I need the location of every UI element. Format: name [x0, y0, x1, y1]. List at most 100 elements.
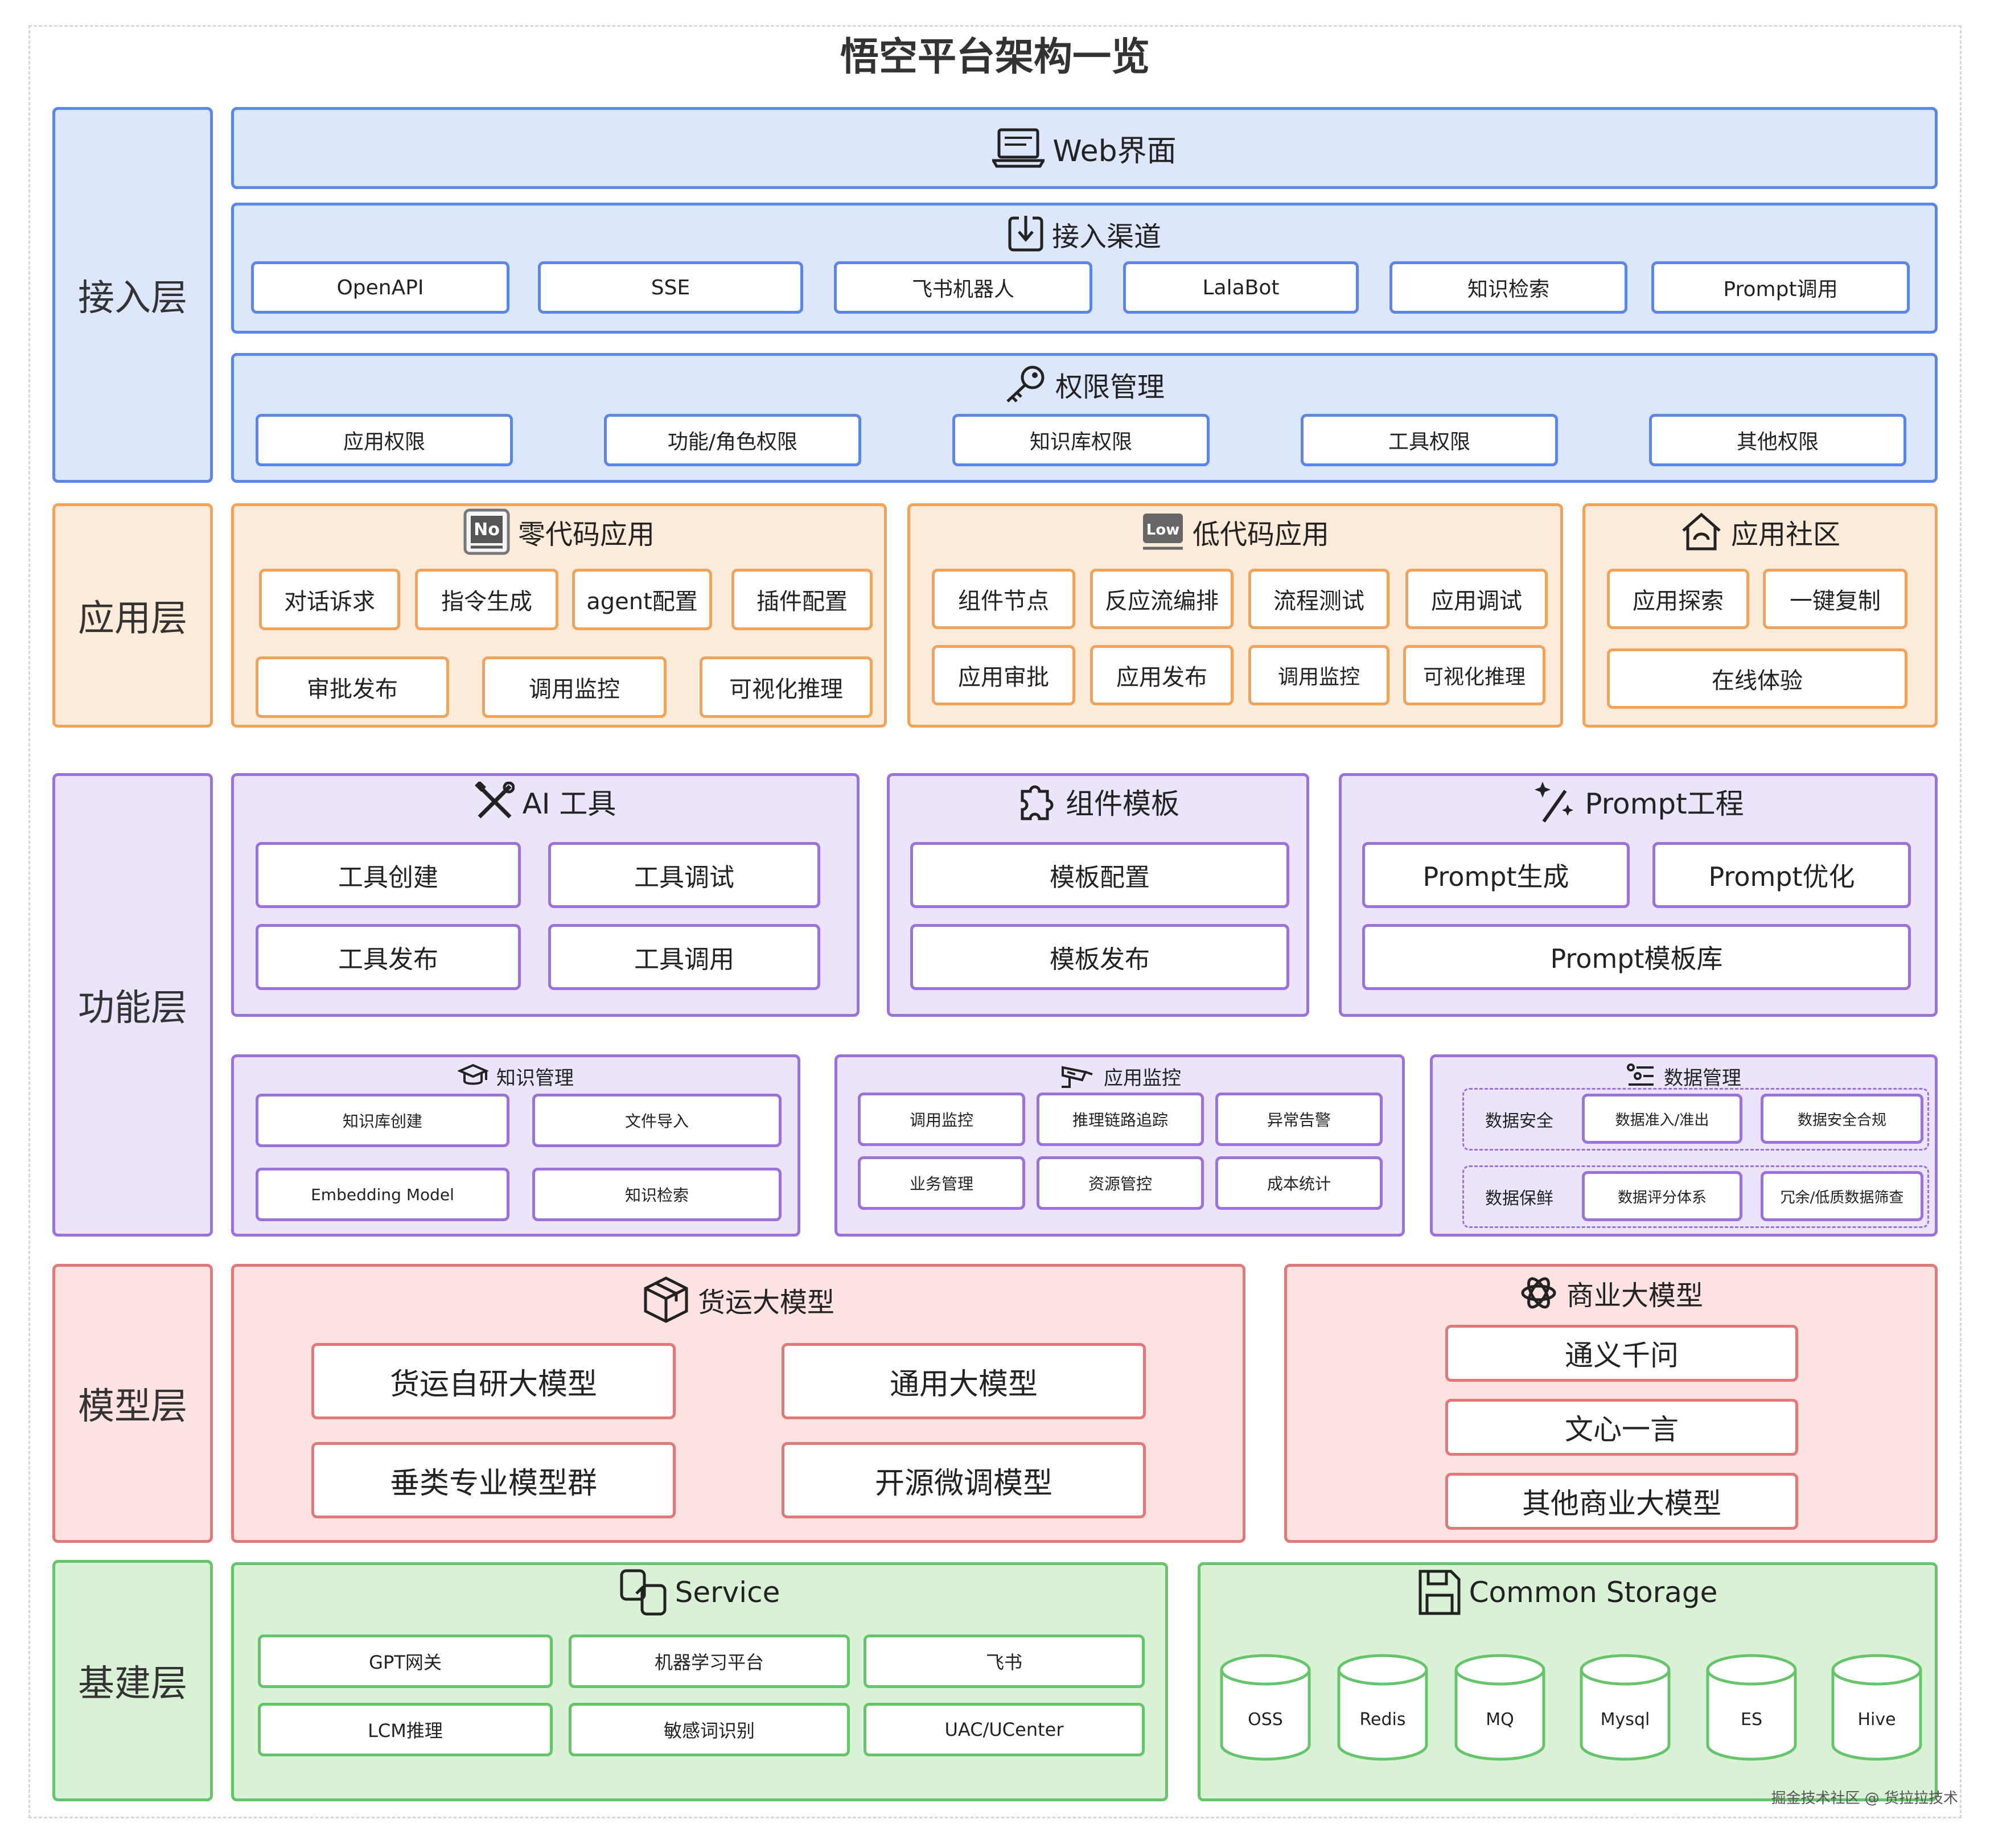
permission-panel: 权限管理 应用权限 功能/角色权限 知识库权限 工具权限 其他权限 — [231, 353, 1938, 483]
channel-lalabot[interactable]: LalaBot — [1123, 261, 1359, 314]
perm-knowledge-base[interactable]: 知识库权限 — [952, 414, 1210, 466]
channel-sse[interactable]: SSE — [538, 261, 803, 314]
service-gpt-gateway[interactable]: GPT网关 — [258, 1635, 553, 1688]
opensource-finetune-model[interactable]: 开源微调模型 — [782, 1442, 1146, 1518]
tool-debug[interactable]: 工具调试 — [548, 842, 820, 908]
lowcode-app-debug[interactable]: 应用调试 — [1405, 569, 1548, 629]
storage-title: Common Storage — [1469, 1576, 1718, 1609]
lowcode-reactflow[interactable]: 反应流编排 — [1090, 569, 1234, 629]
model-other-commercial[interactable]: 其他商业大模型 — [1445, 1473, 1798, 1530]
data-security-compliance[interactable]: 数据安全合规 — [1761, 1094, 1923, 1144]
monitor-alert[interactable]: 异常告警 — [1215, 1093, 1383, 1146]
list-settings-icon — [1627, 1063, 1654, 1086]
channel-prompt-call[interactable]: Prompt调用 — [1651, 261, 1910, 314]
perm-other[interactable]: 其他权限 — [1649, 414, 1906, 466]
community-one-click-copy[interactable]: 一键复制 — [1763, 569, 1907, 629]
monitor-cost[interactable]: 成本统计 — [1215, 1156, 1383, 1210]
model-ernie[interactable]: 文心一言 — [1445, 1399, 1798, 1456]
layer-app-label: 应用层 — [78, 598, 187, 640]
puzzle-icon — [1021, 785, 1054, 820]
freight-model-title: 货运大模型 — [697, 1287, 834, 1319]
monitor-business[interactable]: 业务管理 — [858, 1156, 1025, 1210]
tool-publish[interactable]: 工具发布 — [256, 924, 521, 990]
knowledge-mgmt-title: 知识管理 — [496, 1066, 574, 1090]
app-monitor-panel: 应用监控 调用监控 推理链路追踪 异常告警 业务管理 资源管控 成本统计 — [834, 1054, 1405, 1237]
community-online-try[interactable]: 在线体验 — [1607, 648, 1907, 709]
knowledge-base-create[interactable]: 知识库创建 — [256, 1094, 509, 1147]
vertical-model-group[interactable]: 垂类专业模型群 — [311, 1442, 676, 1518]
lowcode-component-node[interactable]: 组件节点 — [932, 569, 1075, 629]
lowcode-app-approve[interactable]: 应用审批 — [932, 645, 1075, 705]
openai-logo-icon — [1521, 1277, 1556, 1309]
lowcode-title: 低代码应用 — [1192, 519, 1329, 551]
service-lcm-inference[interactable]: LCM推理 — [258, 1703, 553, 1756]
storage-es[interactable]: ES — [1706, 1654, 1797, 1762]
freight-model-panel: 货运大模型 货运自研大模型 通用大模型 垂类专业模型群 开源微调模型 — [231, 1264, 1245, 1543]
layer-model-label: 模型层 — [78, 1386, 187, 1428]
nocode-plugin-config[interactable]: 插件配置 — [731, 569, 873, 630]
service-feishu[interactable]: 飞书 — [864, 1635, 1145, 1688]
file-import[interactable]: 文件导入 — [532, 1094, 782, 1147]
layer-infra-label: 基建层 — [78, 1663, 187, 1705]
freight-self-model[interactable]: 货运自研大模型 — [311, 1343, 676, 1419]
tool-invoke[interactable]: 工具调用 — [548, 924, 820, 990]
box-3d-icon — [644, 1276, 688, 1323]
template-publish[interactable]: 模板发布 — [910, 924, 1289, 990]
nocode-approve-publish[interactable]: 审批发布 — [256, 656, 449, 718]
monitor-resource[interactable]: 资源管控 — [1037, 1156, 1204, 1210]
lowcode-flow-test[interactable]: 流程测试 — [1248, 569, 1389, 629]
storage-hive-label: Hive — [1857, 1710, 1896, 1730]
prompt-generate[interactable]: Prompt生成 — [1362, 842, 1630, 908]
page-title: 悟空平台架构一览 — [840, 35, 1150, 80]
embedding-model[interactable]: Embedding Model — [256, 1168, 509, 1221]
lowcode-panel: Low 低代码应用 组件节点 反应流编排 流程测试 应用调试 应用审批 应用发布… — [907, 503, 1563, 728]
lowcode-visual-reasoning[interactable]: 可视化推理 — [1403, 645, 1545, 705]
storage-mq[interactable]: MQ — [1454, 1654, 1545, 1762]
monitor-trace[interactable]: 推理链路追踪 — [1037, 1093, 1204, 1146]
channel-openapi[interactable]: OpenAPI — [251, 261, 509, 314]
nocode-badge-icon: No — [463, 508, 510, 555]
service-sensitive-word[interactable]: 敏感词识别 — [569, 1703, 850, 1756]
sparkle-wand-icon — [1535, 782, 1574, 823]
knowledge-search[interactable]: 知识检索 — [532, 1168, 782, 1221]
layer-access: 接入层 — [52, 107, 213, 483]
storage-oss[interactable]: OSS — [1220, 1654, 1311, 1762]
ai-tools-title: AI 工具 — [522, 787, 616, 820]
prompt-optimize[interactable]: Prompt优化 — [1652, 842, 1911, 908]
storage-mysql[interactable]: Mysql — [1580, 1654, 1671, 1762]
data-scoring-system[interactable]: 数据评分体系 — [1582, 1171, 1742, 1221]
nocode-visual-reasoning[interactable]: 可视化推理 — [700, 656, 873, 718]
perm-function-role[interactable]: 功能/角色权限 — [604, 414, 861, 466]
channel-feishu-bot[interactable]: 飞书机器人 — [834, 261, 1092, 314]
home-icon — [1682, 512, 1721, 551]
general-model[interactable]: 通用大模型 — [782, 1343, 1146, 1419]
data-redundancy-screening[interactable]: 冗余/低质数据筛查 — [1761, 1171, 1923, 1221]
service-ml-platform[interactable]: 机器学习平台 — [569, 1635, 850, 1688]
nocode-instruction[interactable]: 指令生成 — [415, 569, 558, 630]
layer-app: 应用层 — [52, 503, 213, 728]
channel-knowledge-search[interactable]: 知识检索 — [1389, 261, 1627, 314]
tool-create[interactable]: 工具创建 — [256, 842, 521, 908]
community-explore[interactable]: 应用探索 — [1607, 569, 1749, 629]
nocode-call-monitor[interactable]: 调用监控 — [482, 656, 667, 718]
nocode-title: 零代码应用 — [517, 519, 655, 551]
service-uac-ucenter[interactable]: UAC/UCenter — [864, 1703, 1145, 1756]
monitor-call[interactable]: 调用监控 — [858, 1093, 1025, 1146]
nocode-badge-text: No — [474, 520, 500, 540]
model-qwen[interactable]: 通义千问 — [1445, 1325, 1798, 1382]
data-access-control[interactable]: 数据准入/准出 — [1582, 1094, 1742, 1144]
perm-app[interactable]: 应用权限 — [256, 414, 513, 466]
template-config[interactable]: 模板配置 — [910, 842, 1289, 908]
storage-redis[interactable]: Redis — [1337, 1654, 1428, 1762]
prompt-template-library[interactable]: Prompt模板库 — [1362, 924, 1911, 990]
storage-hive[interactable]: Hive — [1831, 1654, 1922, 1762]
nocode-agent-config[interactable]: agent配置 — [572, 569, 712, 630]
channels-title: 接入渠道 — [1051, 221, 1161, 253]
lowcode-app-publish[interactable]: 应用发布 — [1090, 645, 1234, 705]
layer-model: 模型层 — [52, 1264, 213, 1543]
tools-icon — [474, 782, 515, 819]
nocode-dialog[interactable]: 对话诉求 — [259, 569, 400, 630]
floppy-disk-icon — [1419, 1570, 1461, 1615]
lowcode-call-monitor[interactable]: 调用监控 — [1248, 645, 1389, 705]
perm-tool[interactable]: 工具权限 — [1301, 414, 1558, 466]
